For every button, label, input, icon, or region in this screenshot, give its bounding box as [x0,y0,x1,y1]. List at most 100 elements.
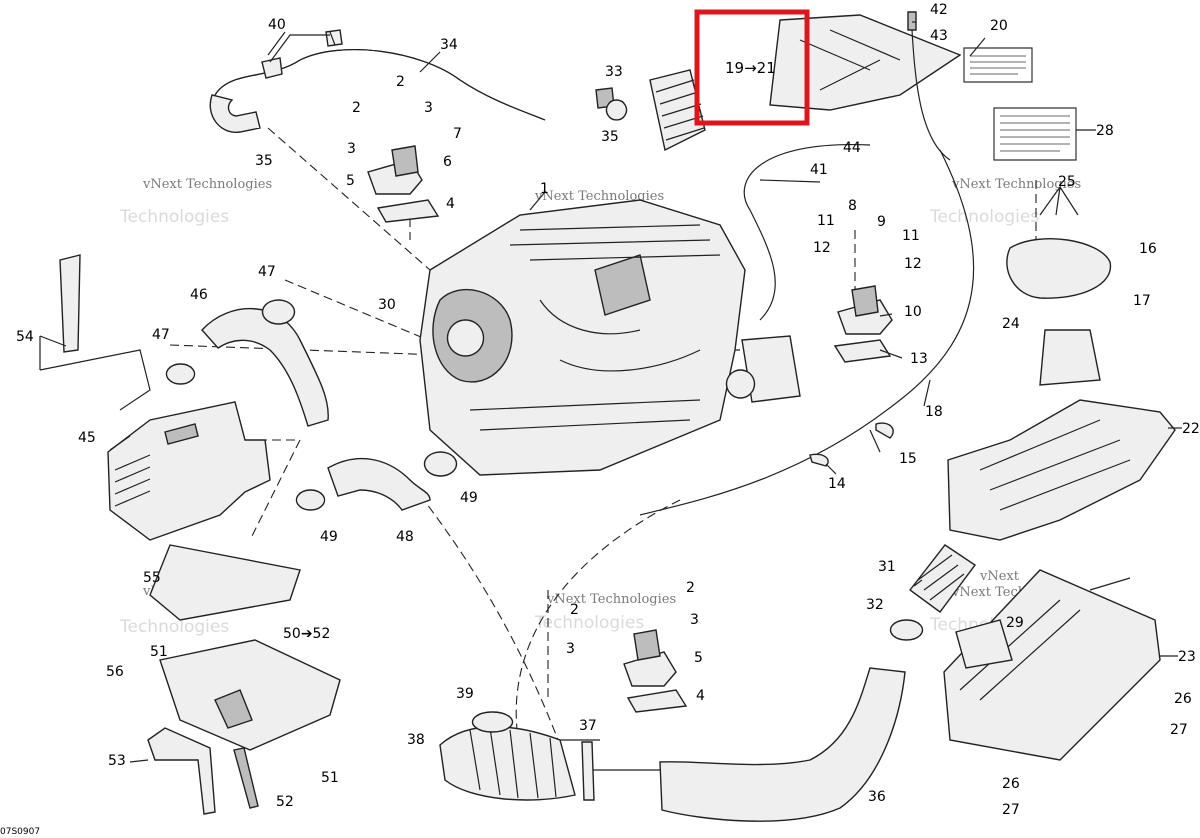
warning-label-20 [963,47,1033,83]
callout-34: 34 [440,37,458,53]
airbox-23 [943,569,1161,761]
callout-3: 3 [424,100,433,116]
bracket-40 [261,29,343,79]
clamp-49 [295,489,326,511]
callout-28: 28 [1096,123,1114,139]
highlight-box [694,9,810,126]
heat-shield-55 [149,544,301,621]
callout-46: 46 [190,287,208,303]
cable-41 [743,143,871,321]
watermark-text: vNext Technologies [546,592,676,607]
callout-42: 42 [930,2,948,18]
callout-35: 35 [601,129,619,145]
watermark-layer: Technologies Technologies Technologies T… [119,177,1081,637]
duct-36 [659,667,906,822]
callout-43: 43 [930,28,948,44]
hose-48 [327,457,431,511]
strap-52 [233,747,259,809]
callout-8: 8 [848,198,857,214]
callout-26: 26 [1174,691,1192,707]
callout-31: 31 [878,559,896,575]
bellows-31 [909,544,977,613]
clamp-32 [889,619,924,641]
callout-16: 16 [1139,241,1157,257]
callout-3: 3 [347,141,356,157]
highlight-label: 19→21 [725,59,776,77]
shim-13 [833,339,892,363]
callout-6: 6 [443,154,452,170]
clamp-39 [471,711,514,733]
callout-14: 14 [828,476,846,492]
callout-26: 26 [1002,776,1020,792]
callout-10: 10 [904,304,922,320]
callout-2: 2 [352,100,361,116]
callout-25: 25 [1058,174,1076,190]
watermark-text: Technologies [119,207,229,227]
callout-12: 12 [904,256,922,272]
callout-12: 12 [813,240,831,256]
callout-55: 55 [143,570,161,586]
callout-54: 54 [16,329,34,345]
support-plate-50 [159,639,341,751]
watermark-text: Technologies [534,613,644,633]
callout-23: 23 [1178,649,1196,665]
callout-7: 7 [453,126,462,142]
callout-22: 22 [1182,421,1200,437]
clamp-47b [165,363,196,385]
callout-50-52: 50➔52 [283,626,330,642]
air-hose-38 [439,726,576,801]
callout-35: 35 [255,153,273,169]
cover-29 [955,619,1013,669]
shim-4 [376,199,440,223]
callout-45: 45 [78,430,96,446]
callout-15: 15 [899,451,917,467]
callout-11: 11 [817,213,835,229]
callout-layer: 1 2 2 2 2 3 3 3 3 4 4 5 5 6 7 8 9 10 11 … [16,2,1200,818]
callout-53: 53 [108,753,126,769]
callout-24: 24 [1002,316,1020,332]
watermark-text: vNext [979,569,1020,584]
callout-2: 2 [570,602,579,618]
callout-44: 44 [843,140,861,156]
callout-1: 1 [540,181,549,197]
callout-39: 39 [456,686,474,702]
callout-51: 51 [150,644,168,660]
watermark-text: vNext Technologies [951,177,1081,192]
intercooler-45 [107,401,271,541]
bracket-54 [59,254,81,353]
watermark-text: Technologies [119,617,229,637]
callout-33: 33 [605,64,623,80]
callout-51: 51 [321,770,339,786]
caution-label-28 [993,107,1077,161]
callout-37: 37 [579,718,597,734]
clamp-37 [581,741,595,801]
funnel-24 [1006,238,1112,299]
callout-27: 27 [1002,802,1020,818]
callout-3: 3 [690,612,699,628]
hose-34 [214,48,546,121]
clip-14 [809,453,829,467]
callout-11: 11 [902,228,920,244]
engine-assembly [419,199,746,476]
callout-20: 20 [990,18,1008,34]
callout-41: 41 [810,162,828,178]
callout-38: 38 [407,732,425,748]
callout-29: 29 [1006,615,1024,631]
callout-48: 48 [396,529,414,545]
clamp-35 [605,99,628,121]
callout-2: 2 [396,74,405,90]
elbow-hose [209,94,261,133]
callout-49: 49 [460,490,478,506]
callout-52: 52 [276,794,294,810]
callout-17: 17 [1133,293,1151,309]
callout-40: 40 [268,17,286,33]
callout-2: 2 [686,580,695,596]
callout-30: 30 [378,297,396,313]
callout-56: 56 [106,664,124,680]
shim-4b [626,689,688,713]
callout-13: 13 [910,351,928,367]
callout-47: 47 [258,264,276,280]
watermark-text: Technologies [929,207,1039,227]
airbox-22 [947,399,1176,541]
callout-49: 49 [320,529,338,545]
